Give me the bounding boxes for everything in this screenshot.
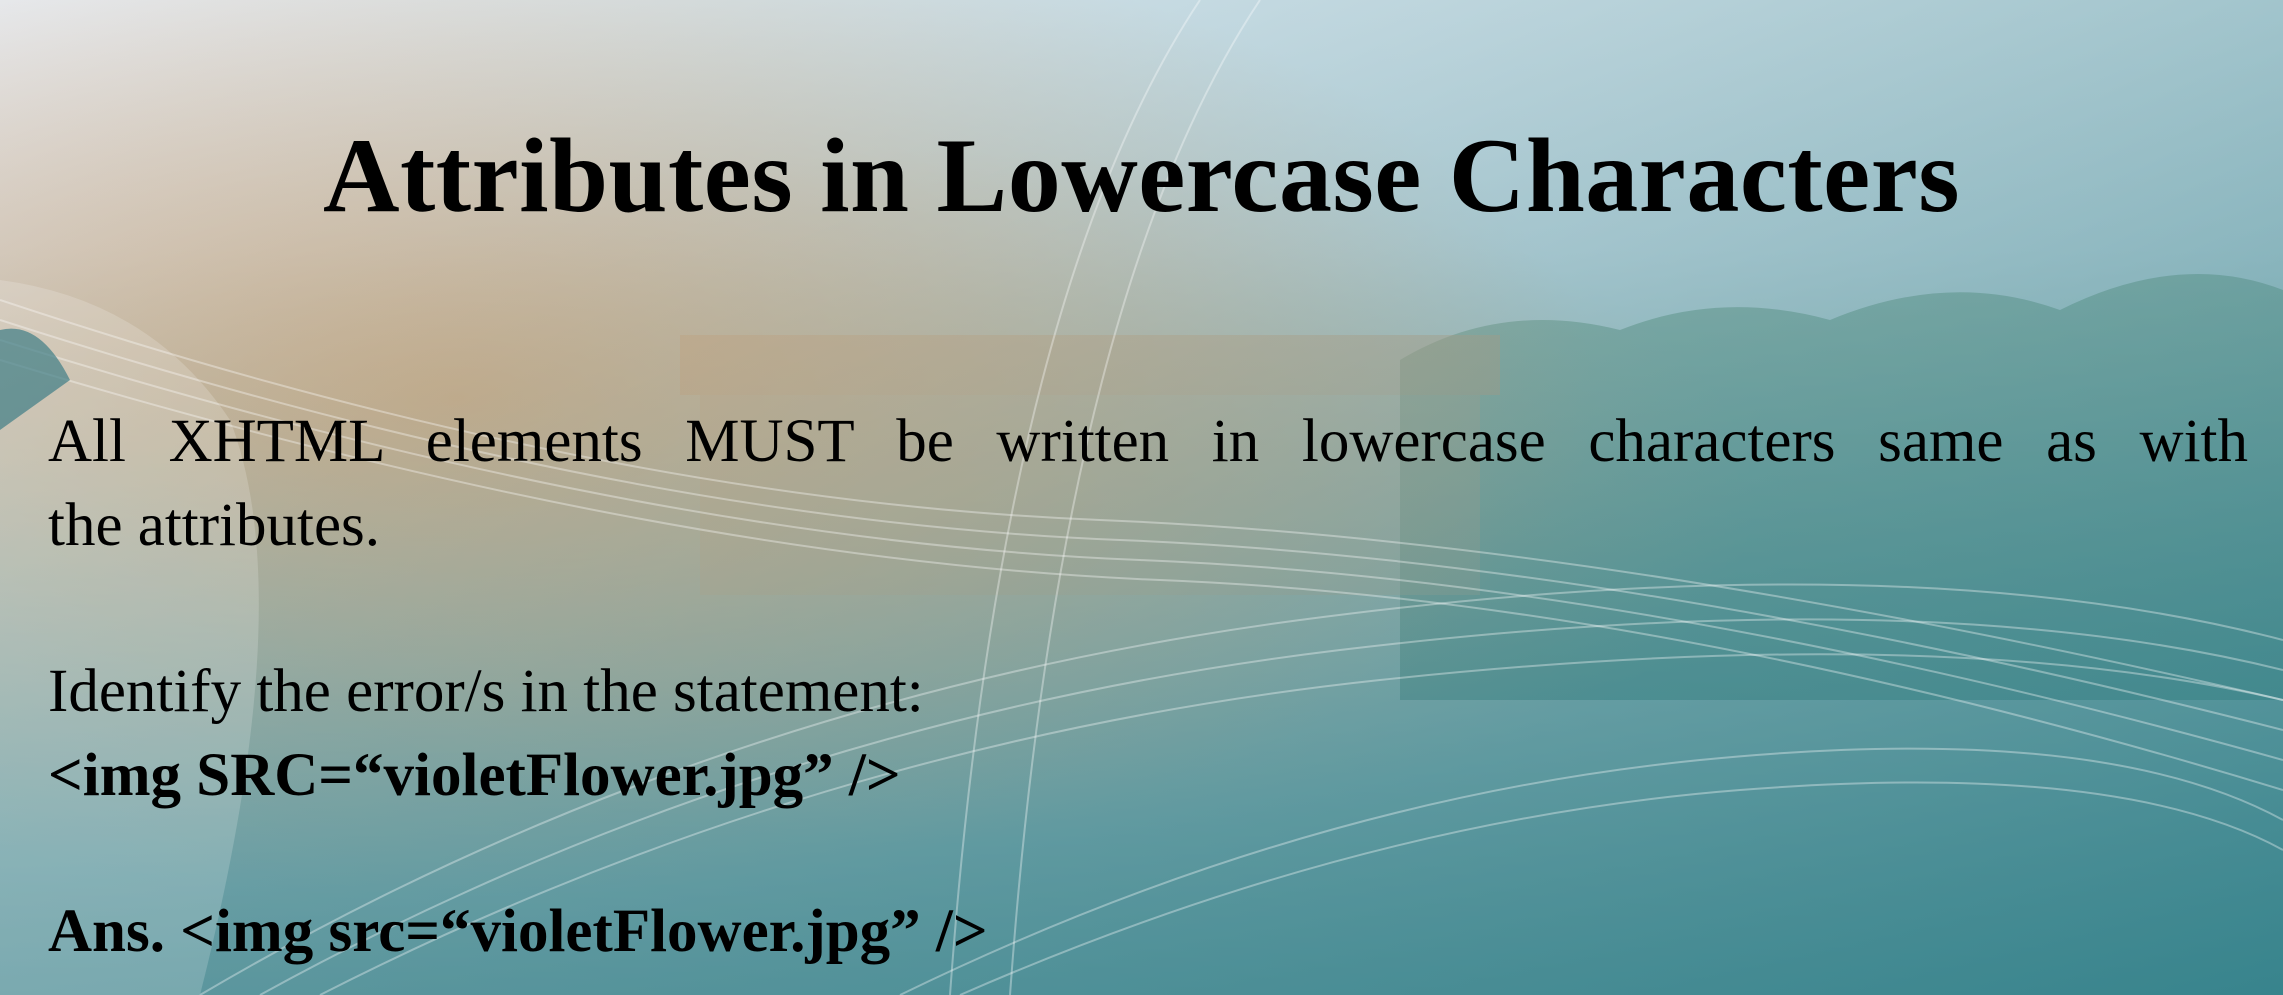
answer-text: Ans. <img src=“violetFlower.jpg” /> [48, 898, 988, 965]
paragraph-line-2: the attributes. [48, 492, 381, 559]
slide-title: Attributes in Lowercase Characters [322, 117, 1961, 234]
question-block: Identify the error/s in the statement: <… [48, 650, 2248, 818]
question-text: Identify the error/s in the statement: [48, 658, 924, 725]
paragraph: All XHTML elements MUST be written in lo… [48, 400, 2248, 568]
code-example: <img SRC=“violetFlower.jpg” /> [48, 742, 901, 809]
paragraph-line-1: All XHTML elements MUST be written in lo… [48, 408, 2248, 475]
